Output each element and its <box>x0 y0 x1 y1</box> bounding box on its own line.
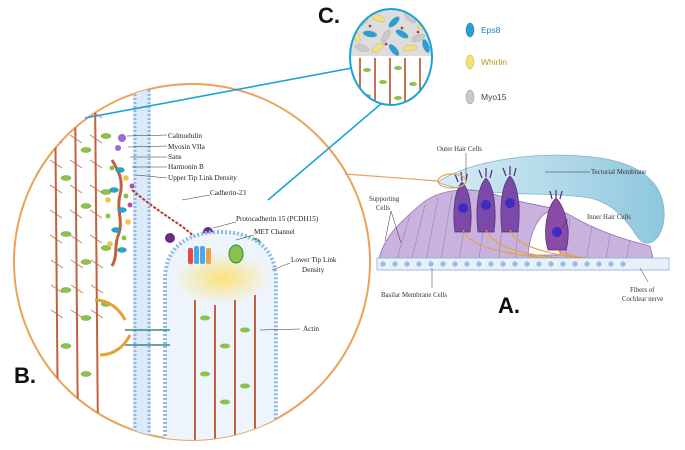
label-pcdh15: Protocadherin 15 (PCDH15) <box>236 215 319 223</box>
actin-roots <box>94 298 132 357</box>
panel-b-leader-lines <box>126 134 301 331</box>
whirlin-swatch <box>465 54 475 70</box>
eps8-swatch <box>465 22 475 38</box>
legend-label-eps8: Eps8 <box>481 25 501 35</box>
panel-a-leader-lines <box>384 153 649 288</box>
panel-c-letter: C. <box>318 3 340 28</box>
connector-lines <box>84 67 439 201</box>
label-basilar-membrane-cells: Basilar Membrane Cells <box>381 292 447 299</box>
panel-b-tip-link: Calmodulin Myosin VIIa Sans Harmonin B U… <box>13 83 371 441</box>
panel-a-letter: A. <box>498 293 520 318</box>
label-fibers-1: Fibers of <box>630 287 655 294</box>
label-actin: Actin <box>303 325 319 333</box>
legend-item-myo15: Myo15 <box>465 89 507 105</box>
label-inner-hair-cells: Inner Hair Cells <box>587 214 631 221</box>
legend-label-whirlin: Whirlin <box>481 57 507 67</box>
outer-hair-cells <box>453 166 520 233</box>
cross-links <box>125 329 170 346</box>
label-outer-hair-cells: Outer Hair Cells <box>437 146 482 153</box>
tectorial-membrane <box>437 154 665 244</box>
basilar-membrane-cells <box>380 261 626 267</box>
met-channel <box>188 244 244 264</box>
inner-hair-cell <box>545 190 569 251</box>
panel-b-letter: B. <box>14 363 36 388</box>
label-sans: Sans <box>168 153 182 161</box>
label-fibers-2: Cochlear nerve <box>622 296 663 303</box>
label-tectorial-membrane: Tectorial Membrane <box>591 169 646 176</box>
legend-item-whirlin: Whirlin <box>465 54 507 70</box>
legend: Eps8 Whirlin Myo15 <box>465 22 507 105</box>
label-cadherin-23: Cadherin-23 <box>210 189 246 197</box>
stereocilium-membrane-left <box>133 90 151 440</box>
panel-c-cross-section: C. Eps8 Whirlin Myo15 <box>318 3 507 106</box>
legend-label-myo15: Myo15 <box>481 92 507 102</box>
upper-tip-link-density <box>105 134 135 267</box>
label-supporting-cells-1: Supporting <box>369 196 400 203</box>
label-upper-tip-link-density: Upper Tip Link Density <box>168 174 237 182</box>
label-lower-tip-link-2: Density <box>302 266 325 274</box>
myo15-swatch <box>465 89 475 105</box>
label-lower-tip-link-1: Lower Tip Link <box>291 256 337 264</box>
label-met-channel: MET Channel <box>254 228 295 236</box>
panel-a-organ-of-corti: Outer Hair Cells Tectorial Membrane Supp… <box>369 146 670 318</box>
stereocilium-right <box>163 229 278 440</box>
label-calmodulin: Calmodulin <box>168 132 202 140</box>
basilar-membrane <box>376 257 670 271</box>
label-supporting-cells-2: Cells <box>376 205 390 212</box>
label-harmonin-b: Harmonin B <box>168 163 204 171</box>
legend-item-eps8: Eps8 <box>465 22 501 38</box>
label-myosin-viia: Myosin VIIa <box>168 143 206 151</box>
